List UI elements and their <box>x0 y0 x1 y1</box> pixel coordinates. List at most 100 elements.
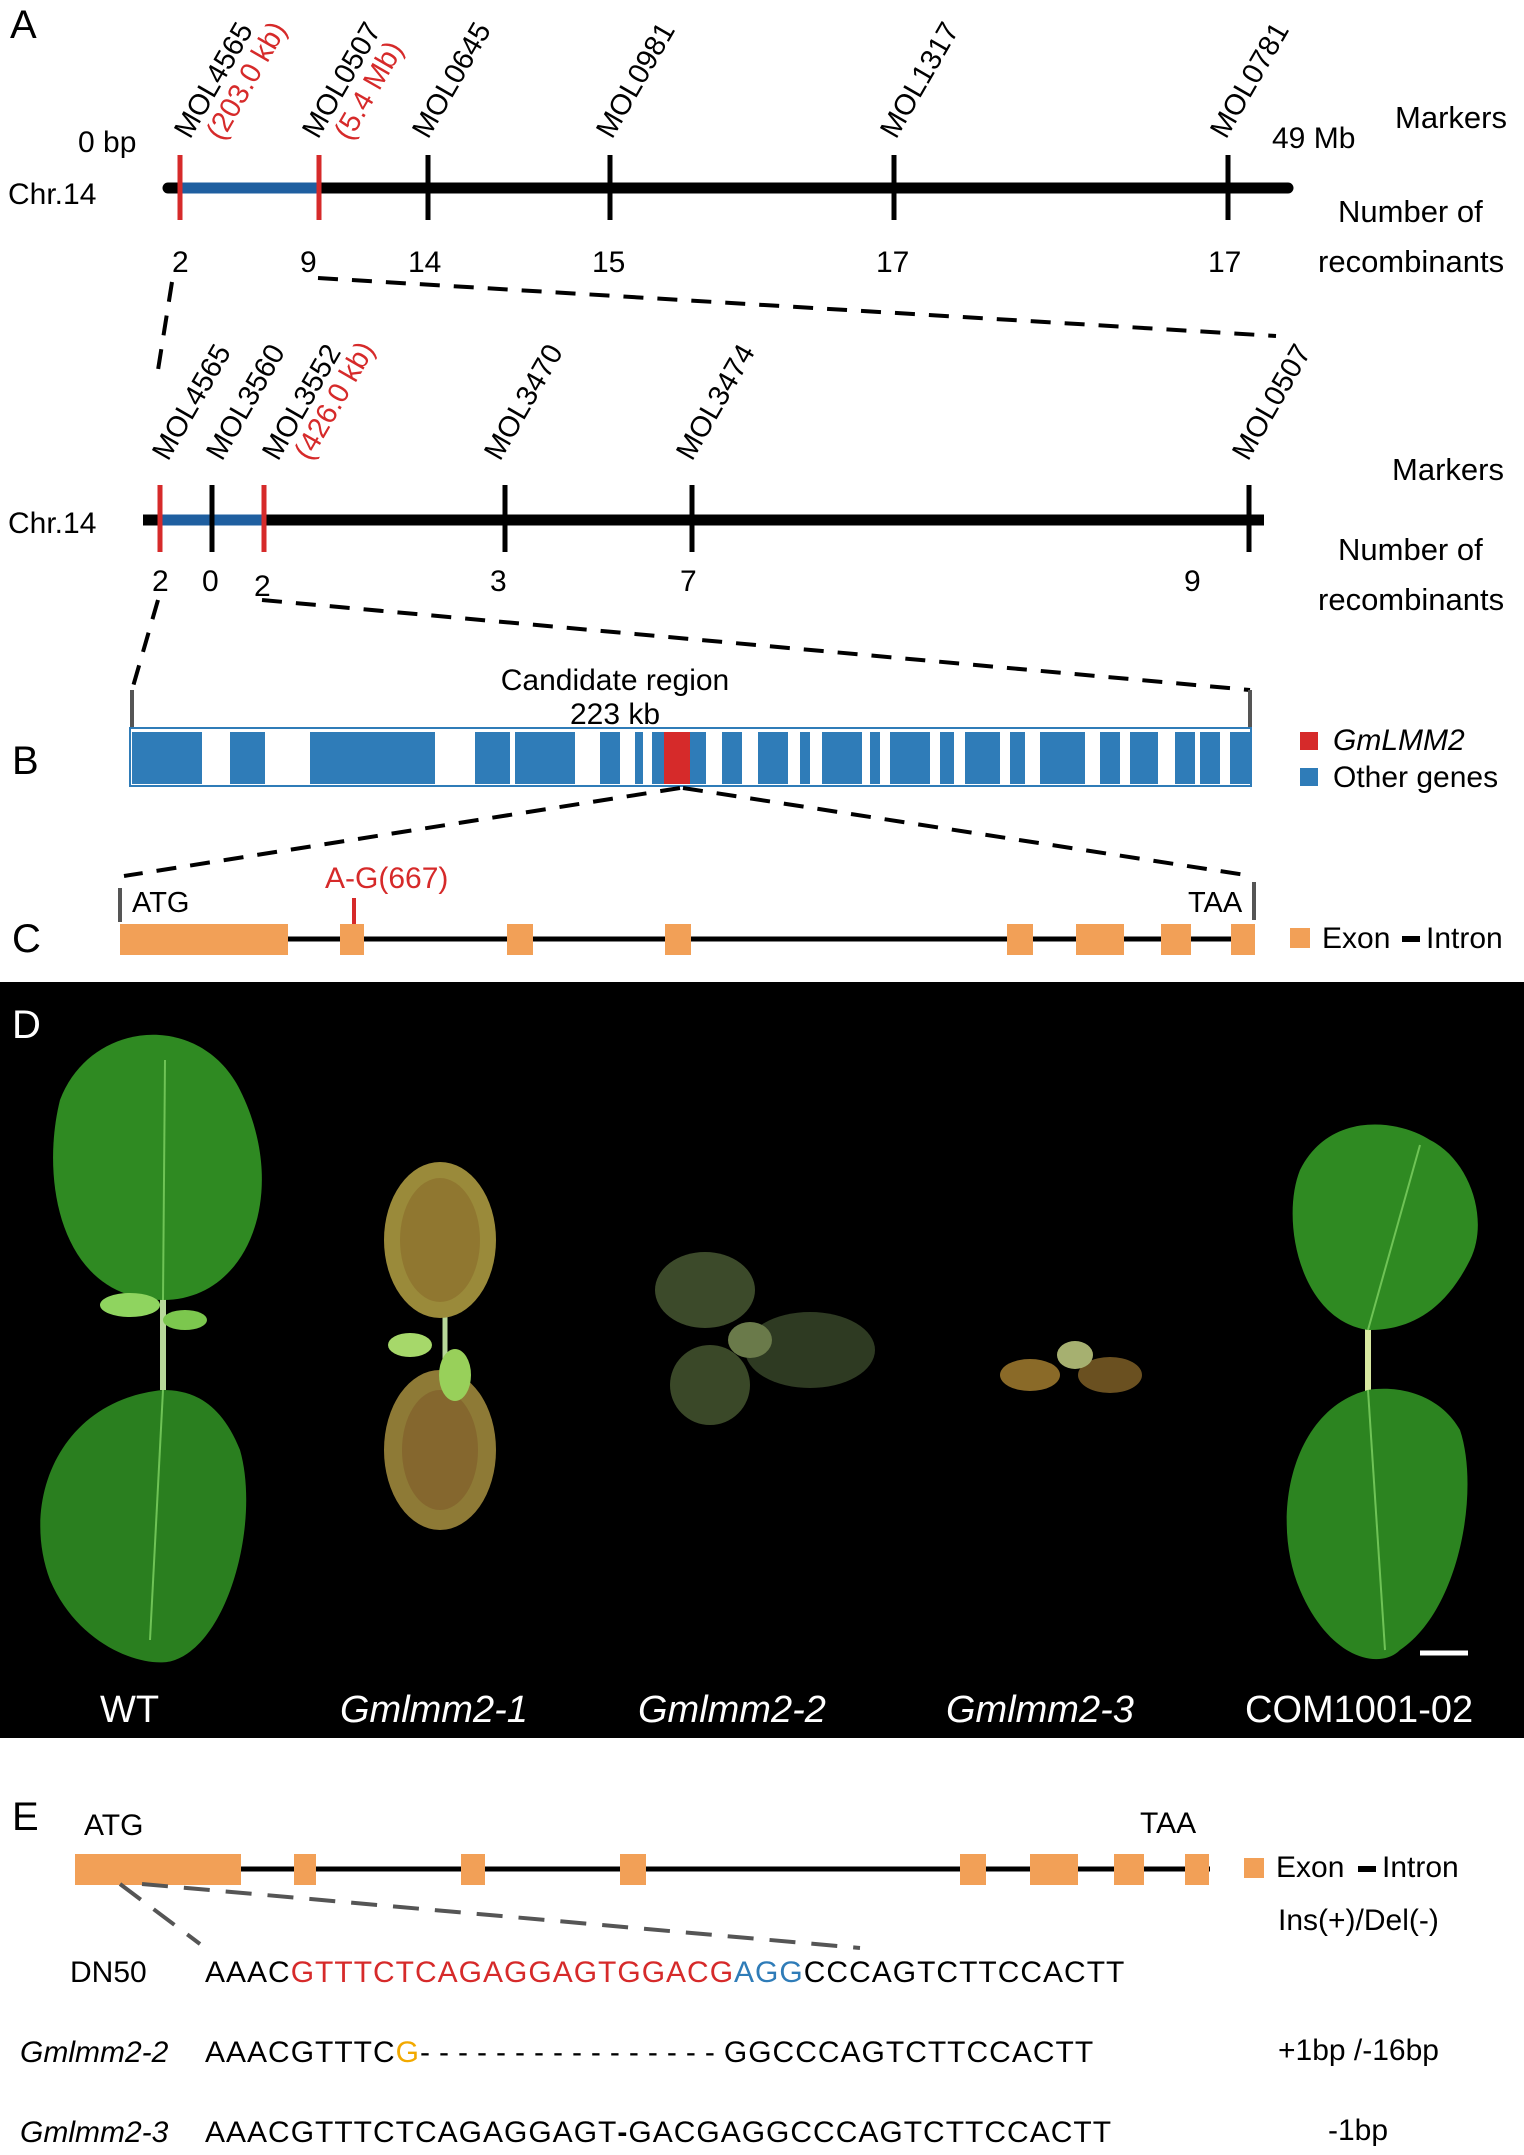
exon <box>294 1854 316 1885</box>
seq-text: AAACGTTTCG----------------GGCCCAGTCTTCCA… <box>205 2036 1094 2069</box>
recombinant-count: 2 <box>254 570 271 603</box>
other-gene-block <box>940 732 954 784</box>
legend-exon-swatch-c <box>1290 928 1310 948</box>
seq-row-gmlmm2-2: Gmlmm2-2 AAACGTTTCG----------------GGCCC… <box>20 2034 1439 2069</box>
seq-pam: AGG <box>734 1956 804 1989</box>
zoom-line-e-2 <box>141 1882 861 1950</box>
legend-exon-label-e: Exon <box>1276 1851 1344 1884</box>
legend-gene-label: GmLMM2 <box>1333 724 1465 757</box>
other-gene-block <box>515 732 575 784</box>
marker-top-4: MOL0981 15 <box>590 17 681 279</box>
exon <box>1114 1854 1144 1885</box>
seq-flank: AAAC <box>205 1956 291 1989</box>
other-gene-block <box>1175 732 1195 784</box>
exon <box>75 1854 241 1885</box>
start-label: 0 bp <box>78 126 136 159</box>
seq-flank: AAACGTTTCTCAGAGGAGT <box>205 2116 617 2149</box>
label-gmlmm2-3: Gmlmm2-3 <box>946 1689 1134 1731</box>
other-gene-block <box>230 732 265 784</box>
start-codon-label: ATG <box>132 887 189 919</box>
exons-c <box>120 924 1255 955</box>
exon <box>1161 924 1191 955</box>
label-gmlmm2-1: Gmlmm2-1 <box>340 1689 528 1731</box>
seq-row-gmlmm2-3: Gmlmm2-3 AAACGTTTCTCAGAGGAGT-GACGAGGCCCA… <box>20 2114 1388 2149</box>
marker-name: MOL0645 <box>406 17 497 143</box>
other-gene-block <box>890 732 930 784</box>
recombinant-count: 15 <box>592 246 625 279</box>
other-gene-block <box>870 732 880 784</box>
gene-blocks <box>132 732 1250 784</box>
zoom-line-left-3 <box>123 786 681 878</box>
other-gene-block <box>635 732 643 784</box>
exon <box>1185 1854 1209 1885</box>
label-wt: WT <box>100 1689 159 1731</box>
zoom-line-right-2 <box>261 598 1251 692</box>
other-gene-block <box>722 732 742 784</box>
plant-wt <box>40 1034 262 1663</box>
legend-exon-label-c: Exon <box>1322 922 1390 955</box>
marker-fine-5: MOL3474 7 <box>670 339 761 598</box>
zoom-line-right-1 <box>317 276 1277 338</box>
zoom-line-right-3 <box>682 786 1253 878</box>
exon <box>1007 924 1033 955</box>
exon <box>507 924 533 955</box>
other-gene-block <box>800 732 810 784</box>
recombinant-count: 2 <box>152 565 169 598</box>
other-gene-block <box>475 732 510 784</box>
indel-note: +1bp /-16bp <box>1278 2034 1439 2067</box>
other-gene-block <box>1200 732 1220 784</box>
recombinant-count: 0 <box>202 565 219 598</box>
zoom-line-e-1 <box>118 1882 202 1946</box>
label-gmlmm2-2: Gmlmm2-2 <box>638 1689 826 1731</box>
seq-deletion: ---------------- <box>420 2036 724 2069</box>
marker-fine-4: MOL3470 3 <box>478 339 569 598</box>
seq-text: AAACGTTTCTCAGAGGAGT-GACGAGGCCCAGTCTTCCAC… <box>205 2116 1112 2149</box>
panel-label-e: E <box>12 1795 39 1839</box>
other-gene-block <box>822 732 862 784</box>
marker-top-5: MOL1317 17 <box>874 17 965 279</box>
other-gene-block <box>1100 732 1120 784</box>
exon <box>620 1854 646 1885</box>
plant-gmlmm2-1 <box>384 1162 496 1530</box>
stop-codon-label-e: TAA <box>1140 1807 1196 1840</box>
recombinant-count: 14 <box>408 246 441 279</box>
markers-label-fine: Markers <box>1392 452 1504 487</box>
other-gene-block <box>132 732 202 784</box>
other-gene-block <box>600 732 620 784</box>
candidate-title: Candidate region <box>501 664 730 697</box>
panel-label-b: B <box>12 739 39 783</box>
exon <box>960 1854 986 1885</box>
chr-label-fine: Chr.14 <box>8 507 96 540</box>
other-gene-block <box>1040 732 1085 784</box>
seq-name: DN50 <box>70 1956 147 1989</box>
marker-name: MOL3474 <box>670 339 761 465</box>
seq-flank: GACGAGGCCCAGTCTTCCACTT <box>628 2116 1112 2149</box>
marker-name: MOL3470 <box>478 339 569 465</box>
marker-top-2: MOL0507 (5.4 Mb) 9 <box>296 17 410 279</box>
recomb-label-top-1: Number of <box>1338 194 1483 229</box>
recombinant-count: 3 <box>490 565 507 598</box>
other-gene-block <box>310 732 435 784</box>
other-gene-block <box>1130 732 1158 784</box>
other-gene-block <box>758 732 788 784</box>
candidate-size: 223 kb <box>570 698 660 731</box>
marker-top-3: MOL0645 14 <box>406 17 497 279</box>
other-gene-block <box>1230 732 1250 784</box>
zoom-line-left-2 <box>130 599 160 691</box>
exon <box>120 924 288 955</box>
marker-fine-6: MOL0507 9 <box>1184 339 1318 598</box>
recomb-label-top-2: recombinants <box>1318 244 1504 279</box>
recomb-label-fine-1: Number of <box>1338 532 1483 567</box>
legend-exon-swatch-e <box>1244 1858 1264 1878</box>
seq-name: Gmlmm2-3 <box>20 2116 169 2149</box>
other-gene-block <box>965 732 1000 784</box>
recombinant-count: 2 <box>172 246 189 279</box>
recombinant-count: 9 <box>300 246 317 279</box>
legend-indel-label: Ins(+)/Del(-) <box>1278 1904 1439 1937</box>
other-gene-block <box>652 732 664 784</box>
legend-intron-label-c: Intron <box>1426 922 1503 955</box>
seq-flank: GGCCCAGTCTTCCACTT <box>724 2036 1094 2069</box>
exon <box>461 1854 485 1885</box>
legend-intron-label-e: Intron <box>1382 1851 1459 1884</box>
